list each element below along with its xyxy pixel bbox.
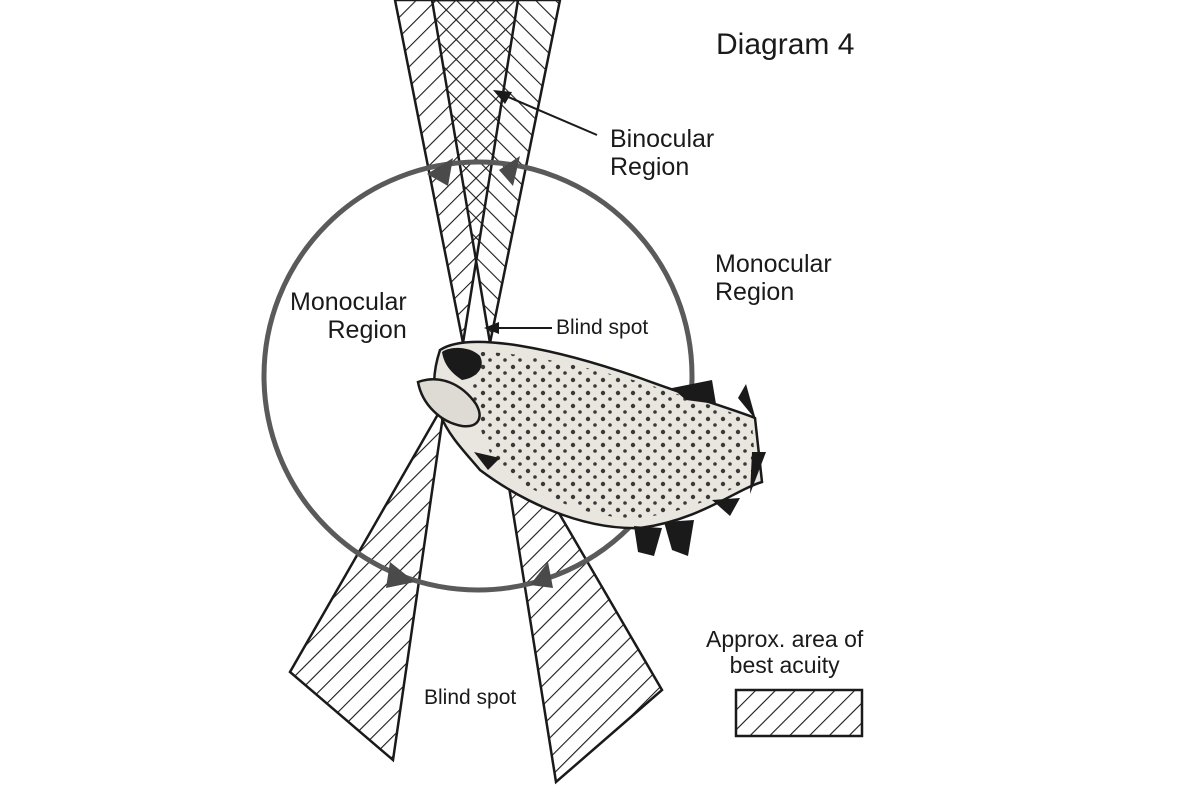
fish-tail-upper: [738, 384, 756, 420]
diagram-title: Diagram 4: [716, 28, 855, 61]
fish-adipose-fin: [712, 498, 740, 516]
arrow-bottom-right-icon: [530, 562, 553, 588]
legend-line-1: Approx. area of: [706, 626, 864, 652]
blind-spot-top-label: Blind spot: [556, 316, 649, 339]
fish-pelvic-fin-2: [664, 520, 694, 556]
legend-label: Approx. area of best acuity: [706, 626, 864, 679]
fish-tail-lower: [750, 452, 766, 494]
monocular-region-right-label: Monocular Region: [715, 250, 832, 306]
legend-swatch: [734, 688, 864, 738]
upper-right-cone: [430, 0, 562, 344]
trout-illustration: [416, 340, 766, 556]
fish-pelvic-fin-1: [634, 526, 662, 556]
arrow-bottom-left-icon: [386, 562, 415, 588]
field-of-view-circle: [261, 159, 695, 593]
monocular-right-line-1: Monocular: [715, 250, 832, 278]
legend-line-2: best acuity: [729, 651, 840, 678]
fish-spots: [470, 351, 756, 519]
fish-pectoral-fin: [474, 452, 500, 470]
fish-jaw: [416, 377, 481, 428]
binocular-region-line-1: Binocular: [610, 125, 715, 153]
blind-spot-arrow-icon: [484, 322, 499, 334]
binocular-leader-line: [505, 95, 598, 136]
monocular-region-left-label: Monocular Region: [290, 288, 407, 344]
monocular-left-line-2: Region: [327, 316, 407, 344]
monocular-right-line-2: Region: [715, 278, 795, 306]
arrow-top-right-icon: [499, 156, 520, 186]
monocular-left-line-1: Monocular: [290, 288, 407, 316]
binocular-arrow-icon: [493, 90, 512, 104]
arrow-top-left-icon: [427, 158, 453, 186]
fish-dorsal-fin: [672, 380, 716, 404]
binocular-region-label: Binocular Region: [610, 125, 714, 181]
binocular-region-line-2: Region: [610, 153, 690, 181]
fish-mouth: [442, 347, 482, 380]
blind-spot-bottom-label: Blind spot: [424, 686, 517, 709]
